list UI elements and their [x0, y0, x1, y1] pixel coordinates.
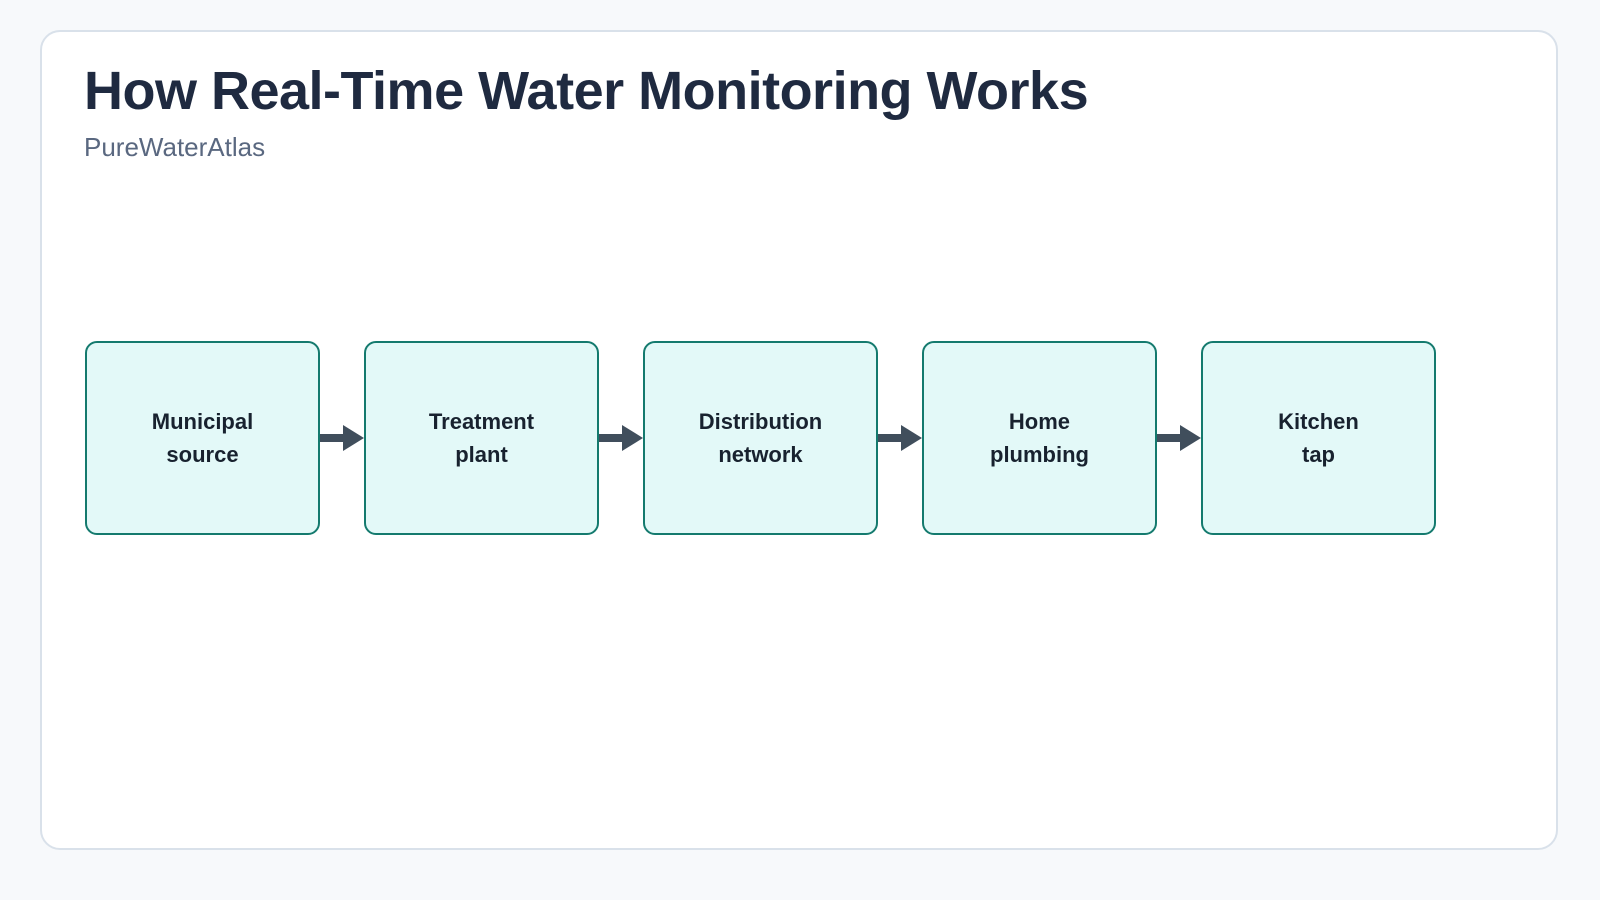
flow-node-kitchen-tap: Kitchen tap	[1201, 341, 1436, 535]
node-label: Kitchen tap	[1278, 409, 1359, 467]
right-arrow-icon	[320, 425, 364, 451]
flow-node-municipal-source: Municipal source	[85, 341, 320, 535]
flow-node-treatment-plant: Treatment plant	[364, 341, 599, 535]
node-label: Home plumbing	[990, 409, 1089, 467]
brand-subtitle: PureWaterAtlas	[84, 132, 266, 162]
node-label: Distribution network	[698, 409, 823, 467]
right-arrow-icon	[1157, 425, 1201, 451]
flow-node-home-plumbing: Home plumbing	[922, 341, 1157, 535]
right-arrow-icon	[878, 425, 922, 451]
right-arrow-icon	[599, 425, 643, 451]
node-label: Municipal source	[151, 409, 254, 467]
content-card: How Real-Time Water Monitoring Works Pur…	[40, 30, 1558, 850]
flow-node-distribution-network: Distribution network	[643, 341, 878, 535]
node-label: Treatment plant	[428, 409, 535, 467]
page-title: How Real-Time Water Monitoring Works	[84, 61, 1089, 121]
flow-diagram: Municipal source Treatment plant Distrib…	[85, 341, 1436, 535]
